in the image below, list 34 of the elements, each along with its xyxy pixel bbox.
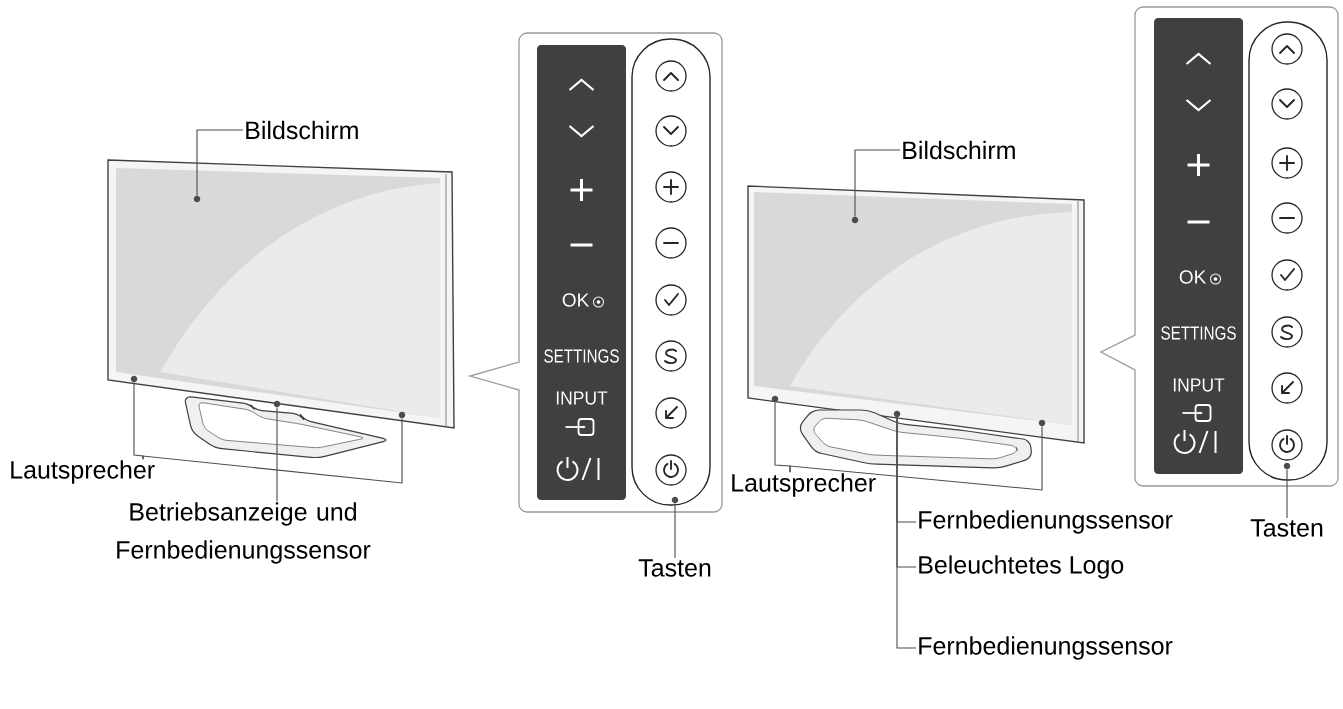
- point-marker: [893, 410, 901, 418]
- point-marker: [851, 216, 859, 224]
- key-label: SETTINGS: [1161, 326, 1236, 340]
- point-marker: [671, 496, 679, 504]
- part-label: Fernbedienungssensor: [919, 636, 1173, 660]
- point-marker: [130, 375, 138, 383]
- part-label: Beleuchtetes Logo: [919, 555, 1124, 579]
- key-label: INPUT: [556, 391, 608, 405]
- part-label: Betriebsanzeige und Fernbedienungssensor: [117, 502, 371, 564]
- leader-line: [1286, 468, 1288, 519]
- point-marker: [193, 195, 201, 203]
- leader-line: [854, 149, 901, 218]
- leader-line: [276, 406, 278, 502]
- part-label: Bildschirm: [246, 120, 358, 140]
- point-marker: [771, 395, 779, 403]
- part-label: Tasten: [1250, 519, 1323, 537]
- point-marker: [1038, 419, 1046, 427]
- leader-line: [674, 502, 676, 559]
- part-label: Tasten: [638, 559, 711, 577]
- key-label: SETTINGS: [544, 349, 619, 363]
- point-marker: [273, 400, 281, 408]
- point-marker: [398, 411, 406, 419]
- leader-line: [789, 425, 1043, 491]
- leader-line: [142, 417, 403, 484]
- leader-line: [196, 129, 244, 197]
- key-label: OK: [1179, 270, 1207, 284]
- key-label: INPUT: [1173, 378, 1225, 392]
- part-label: Lautsprecher: [11, 460, 155, 484]
- part-label: Bildschirm: [903, 140, 1015, 160]
- key-label: OK: [562, 293, 590, 307]
- part-label: Lautsprecher: [732, 473, 876, 497]
- point-marker: [1283, 462, 1291, 470]
- leader-line: [896, 416, 917, 649]
- part-label: Fernbedienungssensor: [919, 510, 1173, 534]
